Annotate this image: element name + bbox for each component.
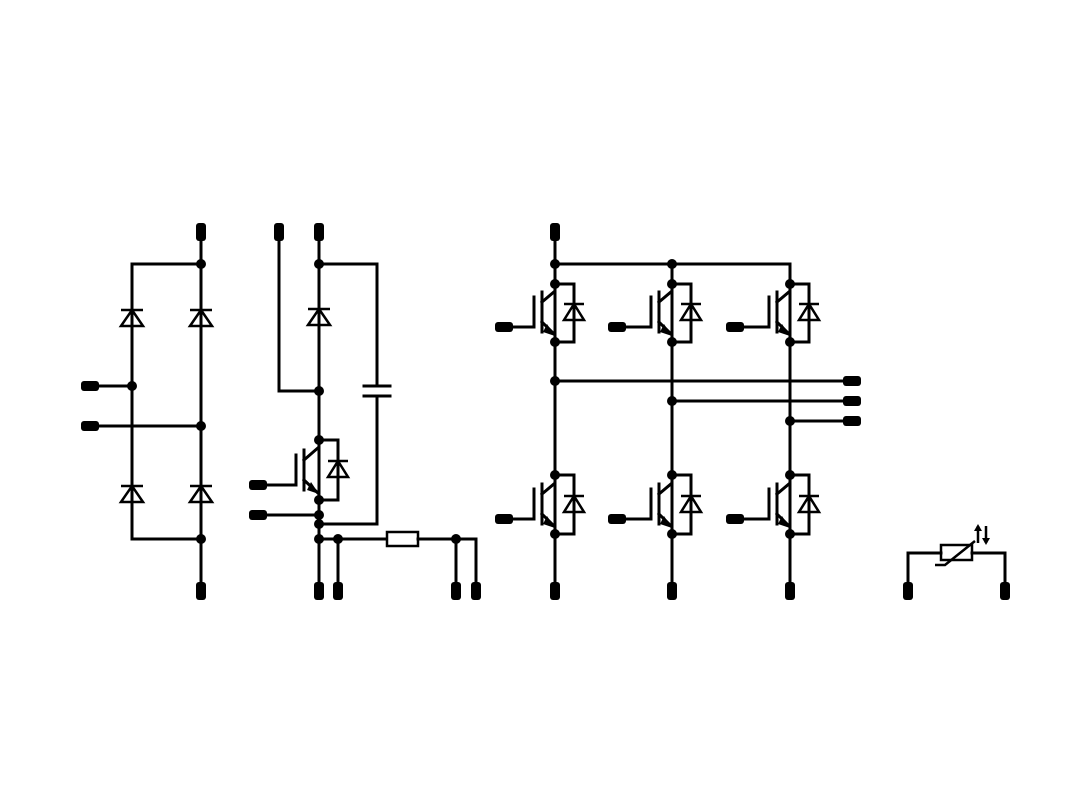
inverter-igbt-u-low [502,473,587,536]
chopper-wire-brake-terminal [277,238,321,393]
chopper-shunt-resistor [385,530,420,548]
rectifier-bridge [81,223,215,600]
chopper-wire-shunt [317,537,478,587]
inverter-igbt-v-high [615,282,704,344]
inverter-bridge [495,223,861,600]
brake-chopper [249,223,481,600]
rectifier-diode-d2 [187,307,215,328]
chopper-wire-capacitor [317,262,379,526]
chopper-junctions [314,259,461,544]
chopper-diode [305,306,333,327]
rectifier-wire-ac-inputs [88,384,203,428]
rectifier-diode-d1 [118,307,146,328]
rectifier-wire-left [130,262,203,587]
inverter-terminals [495,223,861,600]
rectifier-wire-top [130,238,203,541]
inverter-igbt-w-high [733,282,822,344]
ntc-wire [906,551,1007,587]
chopper-igbt [256,438,351,502]
chopper-terminals [249,223,481,600]
rectifier-terminals [81,223,206,600]
inverter-igbt-u-high [502,282,587,344]
ntc-resistor-body [939,543,974,562]
inverter-junctions [550,259,795,539]
rectifier-diode-d3 [118,483,146,504]
ntc-diagonal [935,540,976,567]
chopper-capacitor [362,384,392,398]
ntc-terminals [903,582,1010,600]
rectifier-diode-d4 [187,483,215,504]
ntc-thermistor [903,524,1010,600]
rectifier-junctions [127,259,206,544]
ntc-temperature-arrows-icon [974,524,990,545]
inverter-igbt-w-low [733,473,822,536]
inverter-igbt-v-low [615,473,704,536]
